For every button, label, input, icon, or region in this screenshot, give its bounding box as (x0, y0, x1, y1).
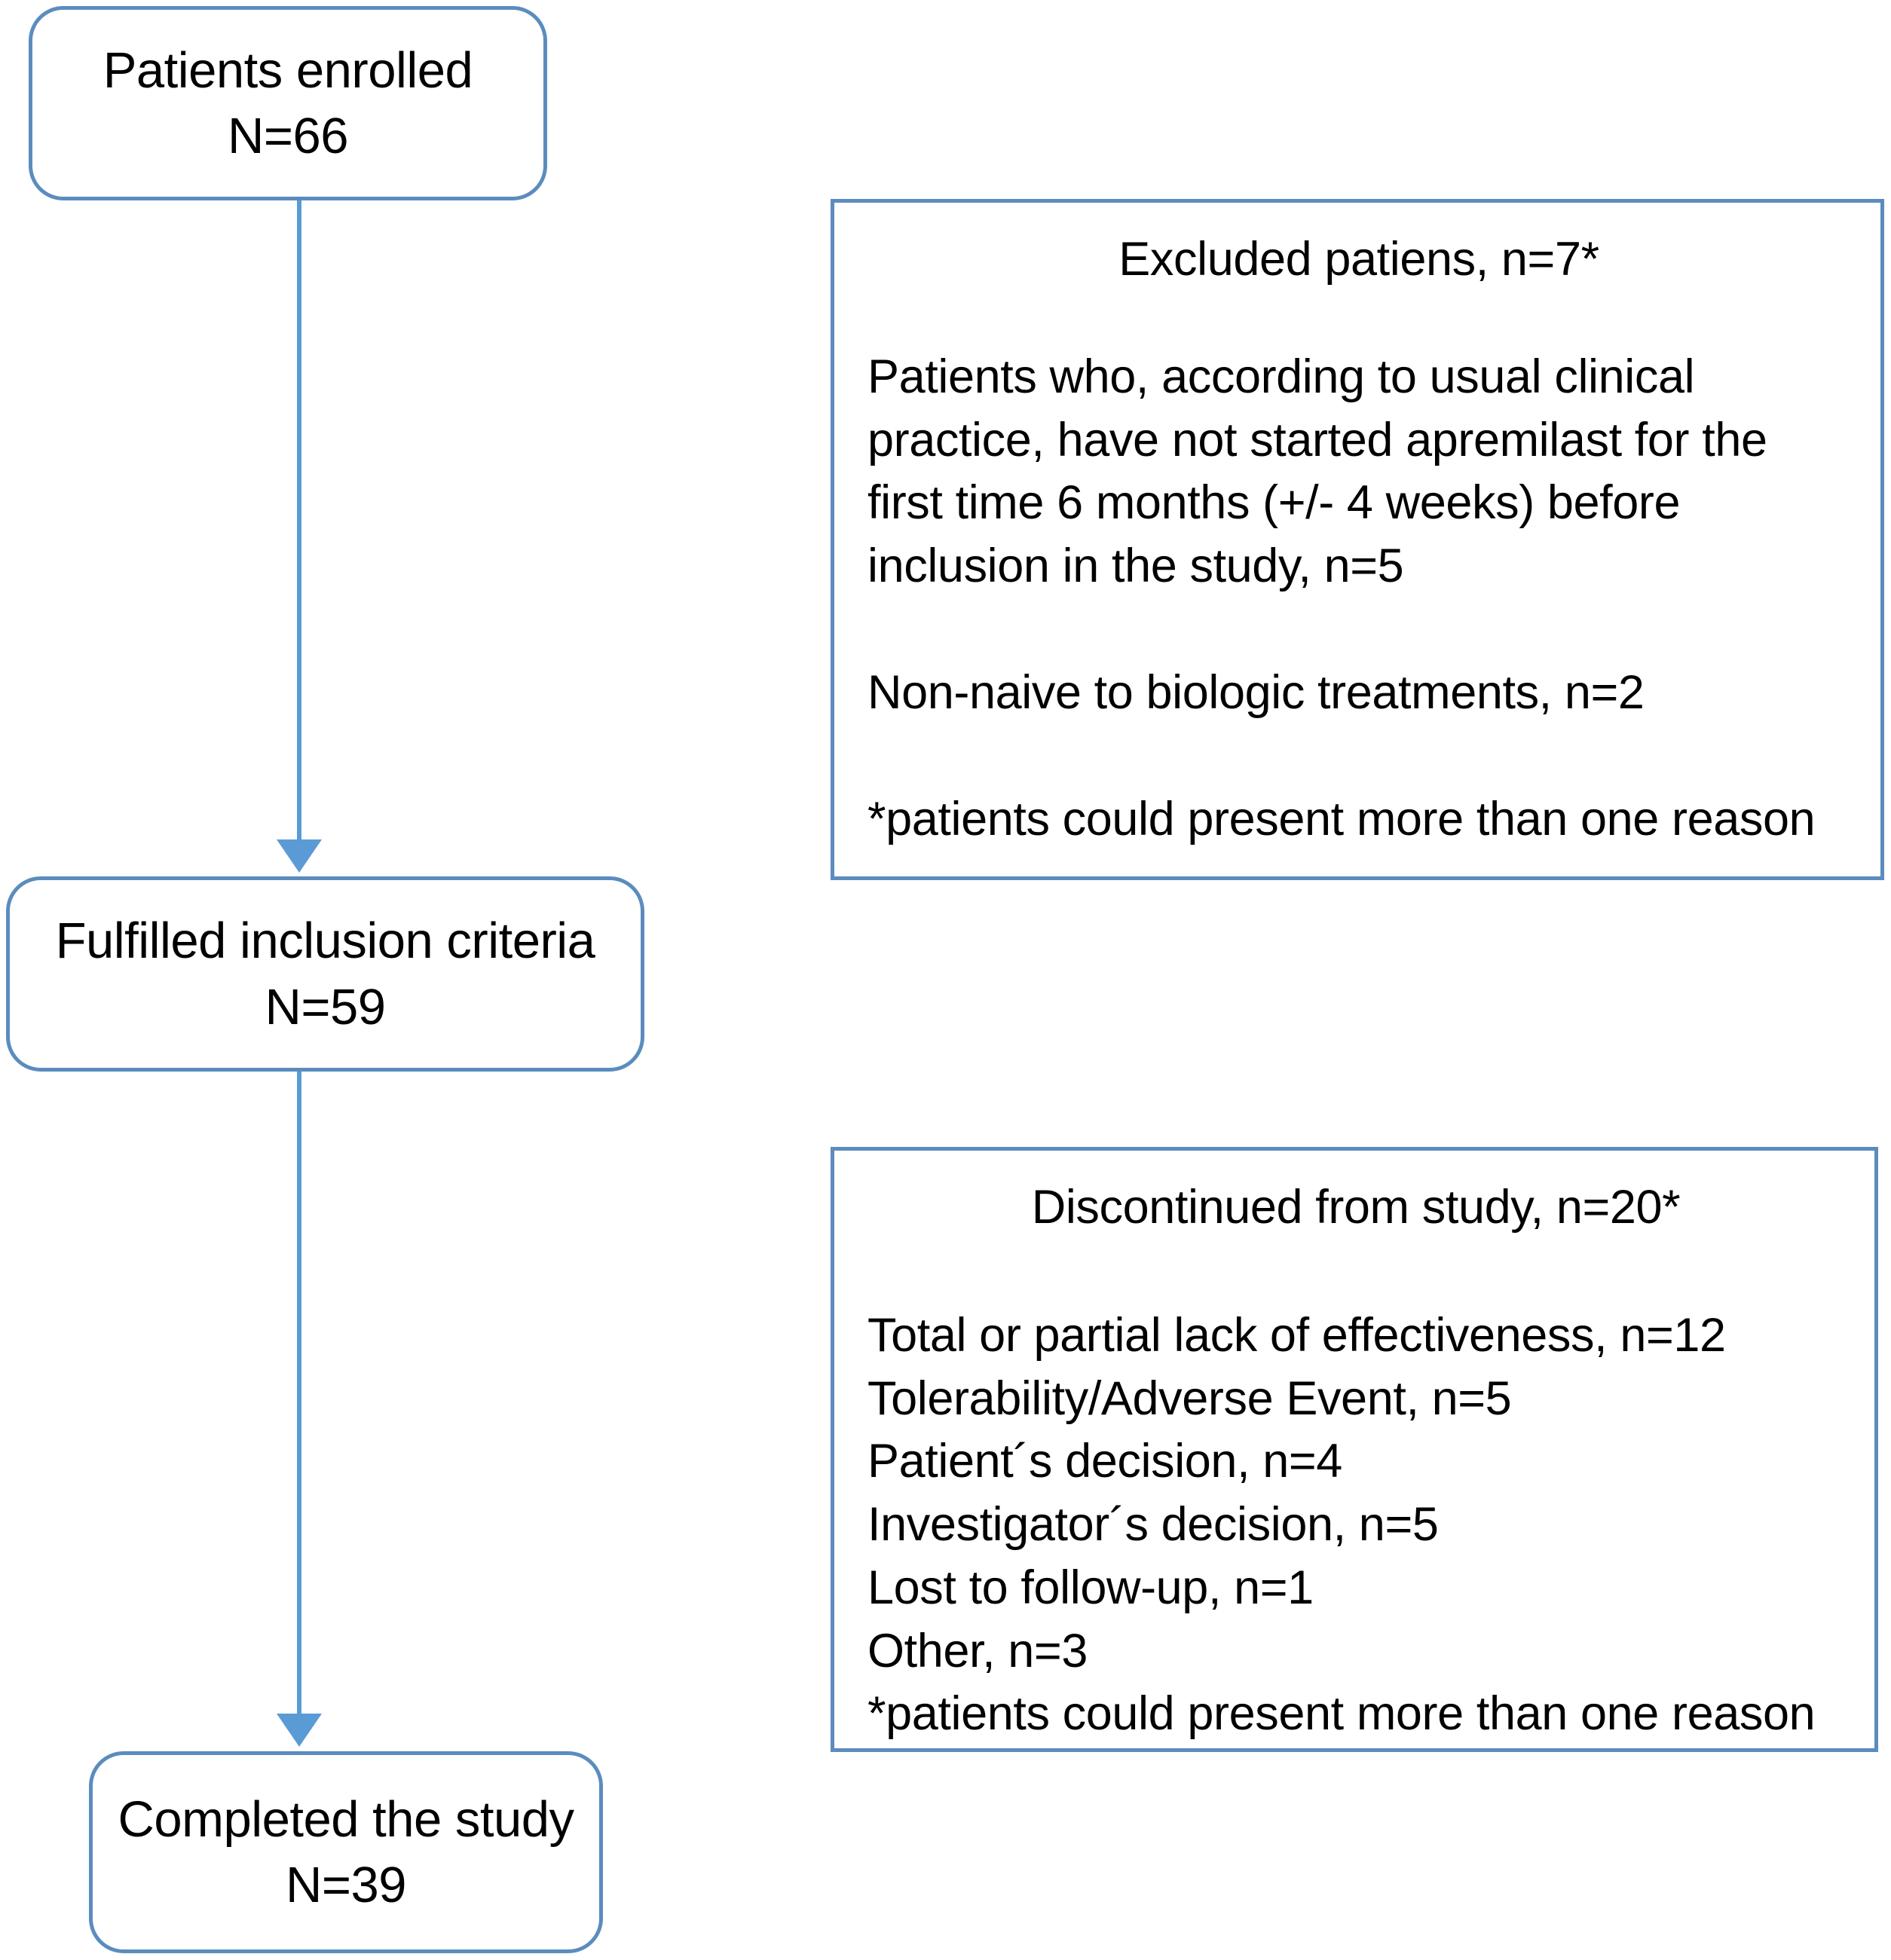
side-box-discontinued-reason-5: Lost to follow-up, n=1 (867, 1561, 1314, 1614)
flow-box-completed-count: N=39 (285, 1857, 407, 1913)
side-box-excluded-reason-1: Patients who, according to usual clinica… (867, 350, 1767, 593)
flow-box-fulfilled[interactable]: Fulfilled inclusion criteria N=59 (6, 876, 644, 1072)
connector-fulfilled-to-completed (297, 1072, 301, 1735)
side-box-discontinued-reason-3: Patient´s decision, n=4 (867, 1435, 1342, 1488)
connector-enrolled-to-fulfilled (297, 200, 301, 864)
flow-box-fulfilled-label: Fulfilled inclusion criteria (55, 913, 595, 970)
arrow-head-enrolled-to-fulfilled (277, 839, 322, 873)
side-box-discontinued-reason-2: Tolerability/Adverse Event, n=5 (867, 1371, 1512, 1425)
side-box-excluded[interactable]: Excluded patiens, n=7* Patients who, acc… (831, 199, 1884, 880)
side-box-discontinued-reason-1: Total or partial lack of effectiveness, … (867, 1308, 1726, 1362)
flow-box-enrolled-count: N=66 (227, 108, 349, 164)
arrow-head-fulfilled-to-completed (277, 1714, 322, 1747)
side-box-excluded-footnote: *patients could present more than one re… (867, 792, 1816, 845)
flow-box-enrolled-label: Patients enrolled (103, 41, 473, 99)
side-box-discontinued-footnote: *patients could present more than one re… (867, 1687, 1816, 1741)
flow-box-enrolled[interactable]: Patients enrolled N=66 (29, 6, 547, 200)
side-box-discontinued[interactable]: Discontinued from study, n=20* Total or … (831, 1147, 1878, 1752)
side-box-excluded-reason-2: Non-naive to biologic treatments, n=2 (867, 665, 1645, 719)
side-box-excluded-title: Excluded patiens, n=7* (1118, 233, 1599, 286)
flow-box-fulfilled-count: N=59 (265, 978, 386, 1035)
side-box-discontinued-reason-4: Investigator´s decision, n=5 (867, 1498, 1439, 1552)
side-box-discontinued-title: Discontinued from study, n=20* (1031, 1181, 1681, 1234)
side-box-discontinued-reason-6: Other, n=3 (867, 1624, 1088, 1677)
flow-box-completed-label: Completed the study (118, 1790, 574, 1848)
flow-box-completed[interactable]: Completed the study N=39 (89, 1751, 603, 1953)
